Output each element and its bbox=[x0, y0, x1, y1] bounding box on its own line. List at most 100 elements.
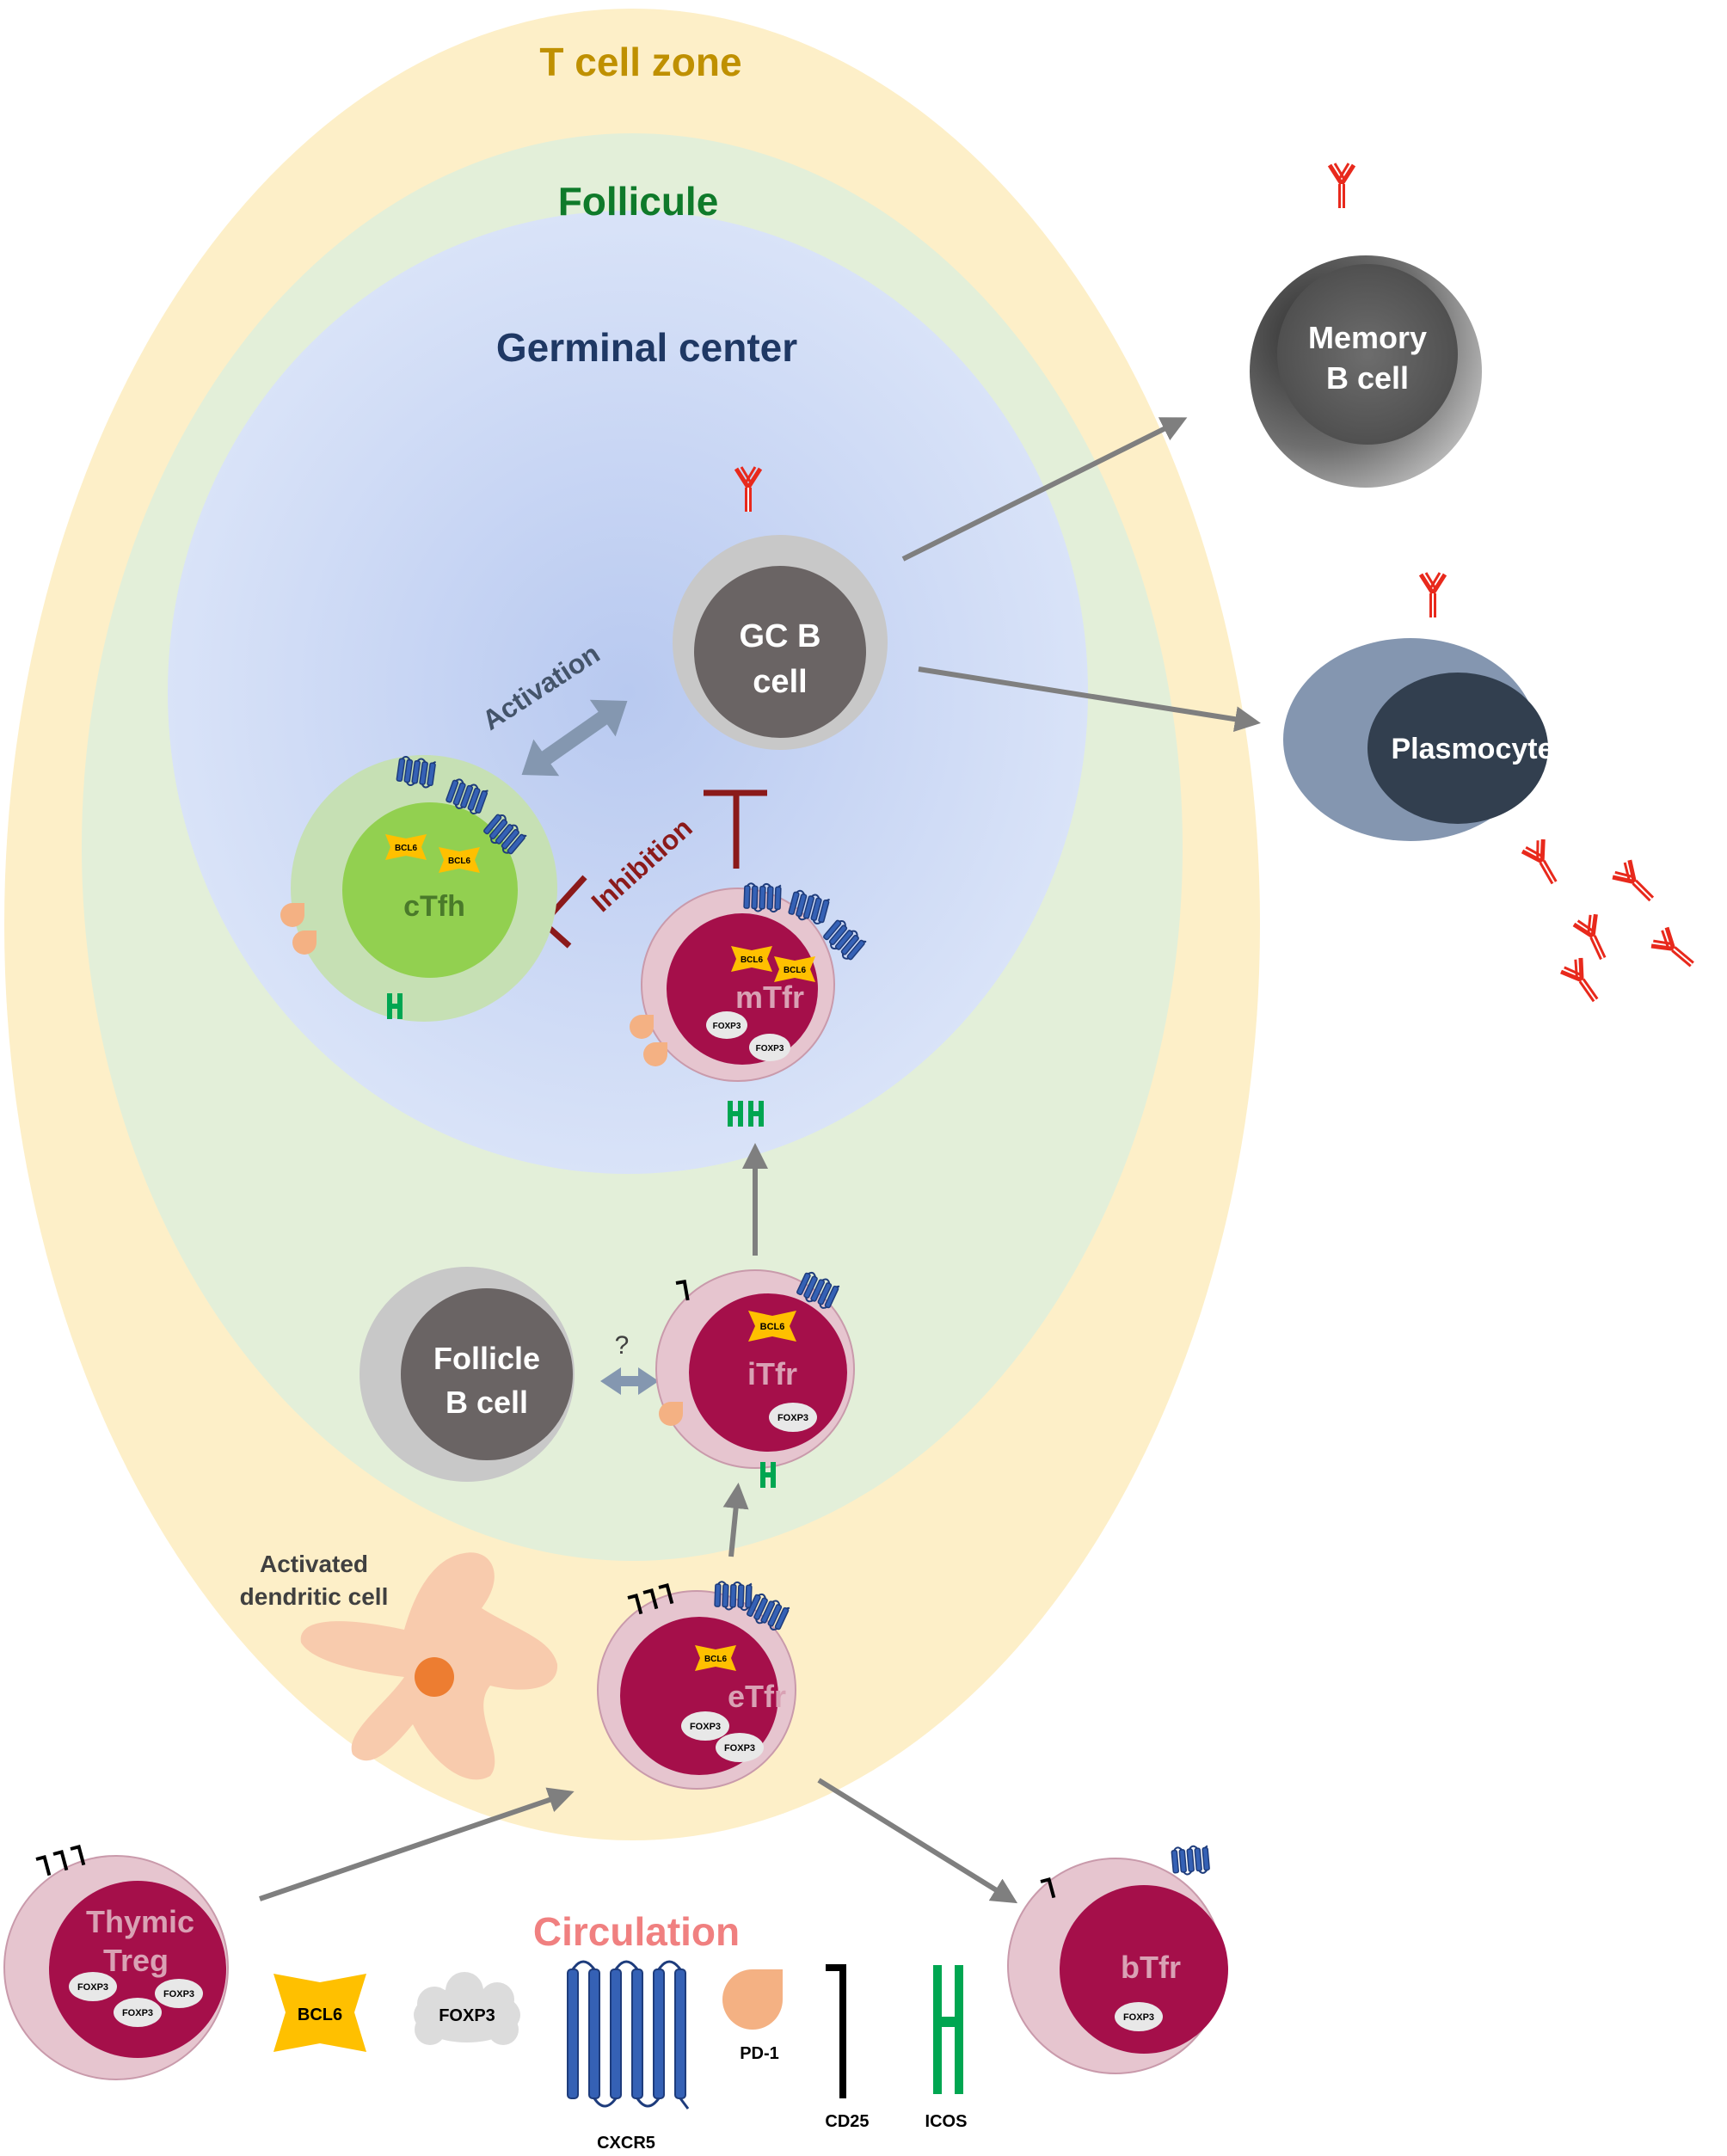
unknown-interaction-arrow bbox=[600, 1367, 659, 1395]
foxp3-icon bbox=[155, 1979, 203, 2008]
legend-pd1: PD-1 bbox=[722, 1969, 783, 2063]
foxp3-icon bbox=[749, 1034, 790, 1061]
dendritic-cell-label-1: Activated bbox=[260, 1551, 368, 1577]
circulation-title: Circulation bbox=[533, 1909, 740, 1954]
dendritic-cell-label-2: dendritic cell bbox=[240, 1583, 389, 1610]
bcl6-tag: BCL6 bbox=[760, 1322, 785, 1332]
foxp3-tag: FOXP3 bbox=[713, 1022, 741, 1031]
cxcr5-icon bbox=[1170, 1844, 1211, 1877]
arrow-treg-to-etfr bbox=[259, 1787, 575, 1901]
btfr-label: bTfr bbox=[1121, 1950, 1181, 1985]
foxp3-icon bbox=[716, 1733, 764, 1762]
secreted-antibodies bbox=[1521, 838, 1699, 1007]
pd1-icon bbox=[280, 903, 304, 927]
t-cell-zone-title: T cell zone bbox=[539, 40, 741, 84]
legend-cxcr5: CXCR5 bbox=[567, 1960, 690, 2153]
memory-b-cell-label-2: B cell bbox=[1326, 360, 1409, 396]
antibody-icon bbox=[1521, 838, 1564, 888]
legend-cd25-label: CD25 bbox=[825, 2112, 869, 2131]
gc-b-cell-label-1: GC B bbox=[740, 618, 821, 654]
cd25-icon bbox=[826, 1964, 846, 2098]
activation-arrow bbox=[521, 699, 628, 777]
legend-icos-label: ICOS bbox=[925, 2112, 968, 2131]
follicule-title: Follicule bbox=[558, 179, 719, 224]
etfr-cell: BCL6 eTfr FOXP3 FOXP3 bbox=[597, 1581, 796, 1790]
bcl6-icon bbox=[748, 1311, 796, 1342]
cxcr5-icon bbox=[713, 1581, 753, 1612]
foxp3-icon bbox=[69, 1972, 117, 2001]
btfr-cell: bTfr FOXP3 bbox=[1007, 1844, 1228, 2074]
legend-bcl6-label: BCL6 bbox=[298, 2006, 342, 2024]
legend-cxcr5-label: CXCR5 bbox=[597, 2134, 655, 2153]
thymic-treg-cell: Thymic Treg FOXP3 FOXP3 FOXP3 bbox=[3, 1845, 229, 2080]
bcl6-icon bbox=[385, 834, 427, 860]
bcl6-icon bbox=[695, 1645, 736, 1671]
activated-dendritic-cell bbox=[300, 1552, 558, 1780]
icos-icon bbox=[933, 1965, 963, 2094]
foxp3-tag: FOXP3 bbox=[77, 1982, 108, 1993]
antibody-icon bbox=[1560, 956, 1606, 1007]
foxp3-icon bbox=[414, 1972, 520, 2045]
thymic-treg-label-2: Treg bbox=[103, 1943, 169, 1978]
legend-foxp3: FOXP3 bbox=[414, 1972, 520, 2045]
bcl6-icon bbox=[731, 946, 772, 972]
foxp3-icon bbox=[706, 1011, 747, 1039]
foxp3-icon bbox=[681, 1711, 729, 1741]
gc-b-cell: GC B cell bbox=[673, 467, 888, 750]
antibody-icon bbox=[1573, 912, 1613, 963]
foxp3-tag: FOXP3 bbox=[724, 1743, 755, 1754]
etfr-label: eTfr bbox=[728, 1679, 786, 1714]
antibody-icon bbox=[1330, 163, 1354, 208]
cxcr5-icon bbox=[567, 1960, 690, 2110]
antibody-icon bbox=[1421, 573, 1445, 617]
foxp3-tag: FOXP3 bbox=[756, 1044, 784, 1053]
dendritic-nucleus bbox=[415, 1657, 454, 1697]
foxp3-tag: FOXP3 bbox=[690, 1722, 721, 1732]
pd1-icon bbox=[722, 1969, 783, 2030]
plasmocyte-label: Plasmocyte bbox=[1392, 733, 1554, 765]
plasmocyte-cell: Plasmocyte bbox=[1283, 573, 1554, 841]
follicle-b-cell: Follicle B cell bbox=[360, 1267, 575, 1482]
legend: BCL6 FOXP3 bbox=[273, 1960, 968, 2153]
germinal-center-title: Germinal center bbox=[496, 325, 797, 370]
legend-cd25: CD25 bbox=[825, 1964, 870, 2131]
arrow-etfr-to-itfr bbox=[722, 1483, 749, 1557]
itfr-cell: BCL6 iTfr FOXP3 bbox=[655, 1269, 855, 1488]
thymic-treg-label-1: Thymic bbox=[86, 1904, 194, 1939]
legend-bcl6: BCL6 bbox=[273, 1974, 366, 2052]
follicle-b-cell-label-2: B cell bbox=[446, 1385, 528, 1420]
foxp3-icon bbox=[114, 1998, 162, 2027]
ctfh-cell: BCL6 BCL6 cTfh bbox=[280, 755, 557, 1022]
arrow-gcb-to-plasmocyte bbox=[918, 666, 1261, 733]
mtfr-cell: BCL6 BCL6 mTfr FOXP3 FOXP3 bbox=[630, 882, 868, 1127]
bcl6-icon bbox=[774, 956, 815, 982]
legend-icos: ICOS bbox=[925, 1965, 968, 2131]
ctfh-label: cTfh bbox=[403, 890, 465, 923]
pd1-icon bbox=[643, 1042, 667, 1066]
foxp3-icon bbox=[1115, 2002, 1163, 2031]
foxp3-tag: FOXP3 bbox=[777, 1413, 808, 1423]
arrow-etfr-to-btfr bbox=[817, 1778, 1018, 1904]
bcl6-tag: BCL6 bbox=[784, 966, 807, 975]
bcl6-icon bbox=[439, 847, 480, 873]
bcl6-tag: BCL6 bbox=[395, 844, 418, 853]
cd25-icon bbox=[52, 1850, 69, 1875]
bcl6-tag: BCL6 bbox=[741, 955, 764, 965]
antibody-icon bbox=[1612, 859, 1661, 908]
foxp3-tag: FOXP3 bbox=[163, 1989, 194, 1999]
legend-pd1-label: PD-1 bbox=[740, 2044, 779, 2063]
follicle-b-cell-label-1: Follicle bbox=[433, 1341, 540, 1376]
cd25-icon bbox=[34, 1855, 52, 1880]
pd1-icon bbox=[630, 1015, 654, 1039]
foxp3-tag: FOXP3 bbox=[1123, 2012, 1154, 2023]
bcl6-icon bbox=[273, 1974, 366, 2052]
legend-foxp3-label: FOXP3 bbox=[439, 2006, 495, 2025]
bcl6-tag: BCL6 bbox=[448, 857, 471, 866]
mtfr-label: mTfr bbox=[735, 980, 804, 1015]
pd1-icon bbox=[292, 931, 317, 955]
antibody-icon bbox=[1650, 926, 1699, 974]
itfr-label: iTfr bbox=[747, 1356, 797, 1391]
memory-b-cell-label-1: Memory bbox=[1308, 320, 1427, 355]
gc-b-cell-label-2: cell bbox=[753, 664, 807, 700]
